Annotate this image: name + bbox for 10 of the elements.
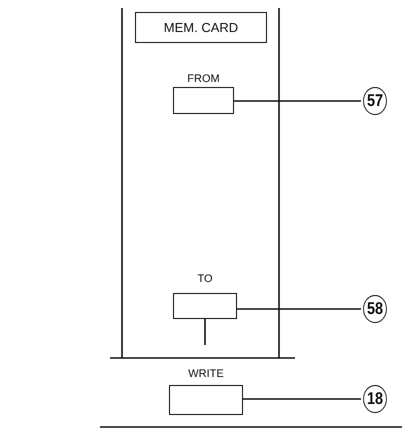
button-label: WRITE [187,368,225,380]
callout-number: 18 [363,385,387,413]
button-label: FROM [186,73,221,85]
button-label: TO [196,273,214,285]
callout-number: 58 [363,295,387,323]
leader-line [243,398,361,400]
leader-line [237,308,361,310]
callout-number: 57 [363,87,387,115]
panel-label: MEM. CARD [135,12,267,43]
leader-line [234,100,361,102]
